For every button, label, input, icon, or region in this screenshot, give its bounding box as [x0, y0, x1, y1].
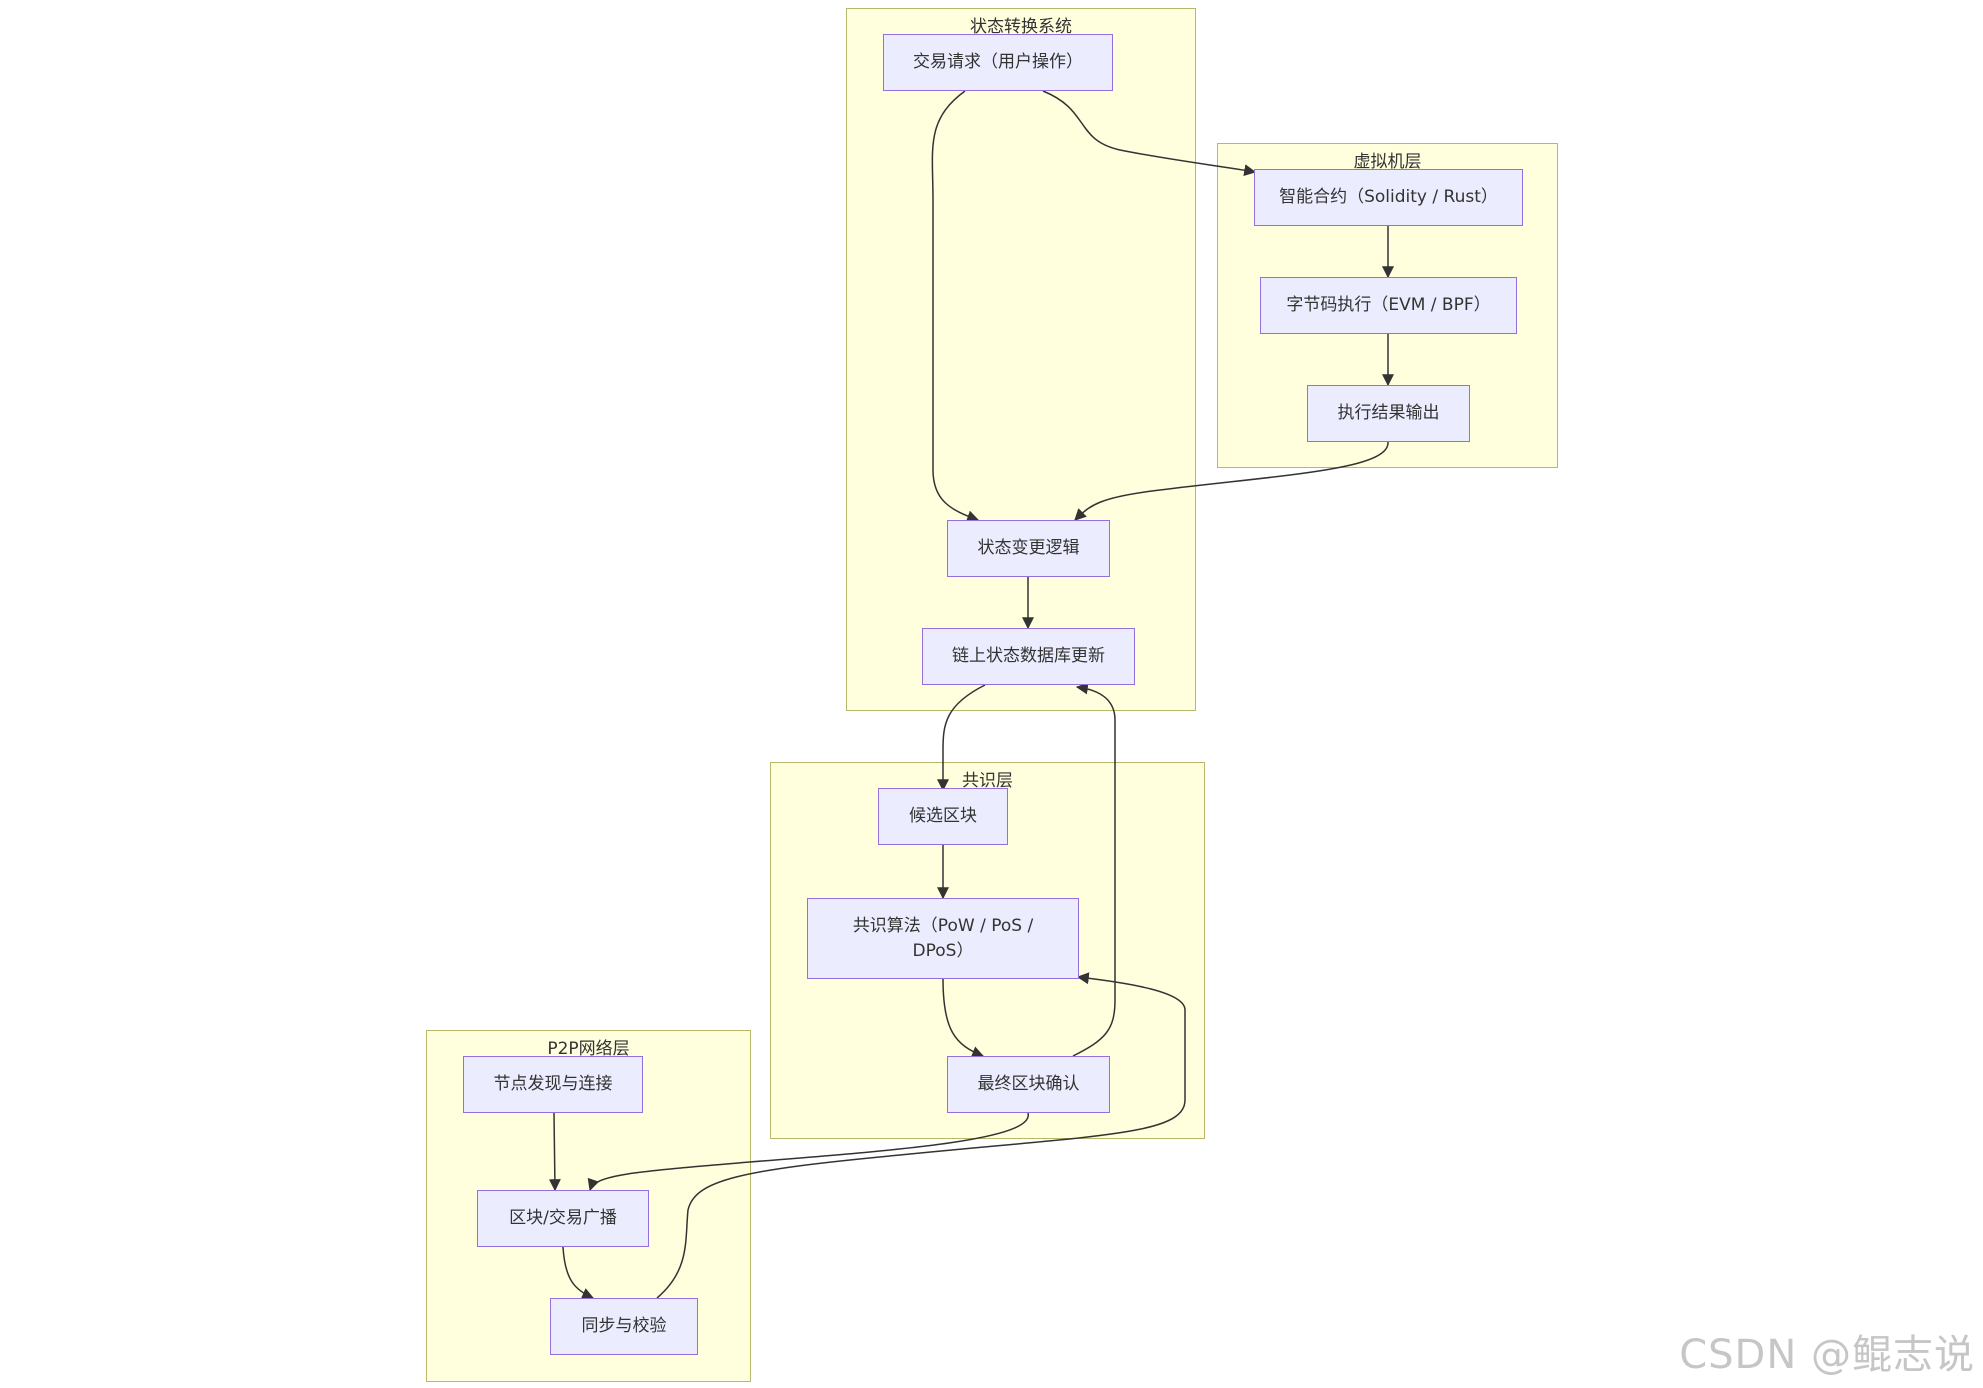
watermark: CSDN @鲲志说: [1679, 1332, 1975, 1378]
node-db-update: 链上状态数据库更新: [922, 628, 1135, 685]
edge-sync-to-algo: [656, 972, 1186, 1299]
group-state-transition: 状态转换系统: [846, 8, 1196, 711]
node-state-change-logic: 状态变更逻辑: [947, 520, 1110, 577]
group-title: 虚拟机层: [1353, 152, 1422, 172]
edge-broadcast-to-sync: [562, 1246, 595, 1300]
node-final-confirmation: 最终区块确认: [947, 1056, 1110, 1113]
edge-tx-to-contract: [1042, 90, 1257, 177]
group-title: P2P网络层: [547, 1039, 630, 1059]
group-title: 状态转换系统: [970, 17, 1072, 37]
edge-algo-to-final: [942, 978, 985, 1058]
edge-final-to-broadcast: [587, 1112, 1029, 1192]
edge-tx-to-state-logic: [931, 90, 980, 523]
edge-output-to-state-logic: [1074, 441, 1389, 521]
edge-discovery-to-broadcast: [548, 1112, 561, 1192]
node-tx-request: 交易请求（用户操作）: [883, 34, 1113, 91]
node-smart-contract: 智能合约（Solidity / Rust）: [1254, 169, 1523, 226]
node-candidate-block: 候选区块: [878, 788, 1008, 845]
node-broadcast: 区块/交易广播: [477, 1190, 649, 1247]
node-sync-verify: 同步与校验: [550, 1298, 698, 1355]
node-peer-discovery: 节点发现与连接: [463, 1056, 643, 1113]
node-bytecode-execution: 字节码执行（EVM / BPF）: [1260, 277, 1517, 334]
node-exec-output: 执行结果输出: [1307, 385, 1470, 442]
edge-final-to-db: [1072, 682, 1116, 1057]
node-consensus-algorithm: 共识算法（PoW / PoS / DPoS）: [807, 898, 1079, 979]
edge-db-to-candidate: [937, 684, 986, 792]
group-title: 共识层: [962, 771, 1013, 791]
